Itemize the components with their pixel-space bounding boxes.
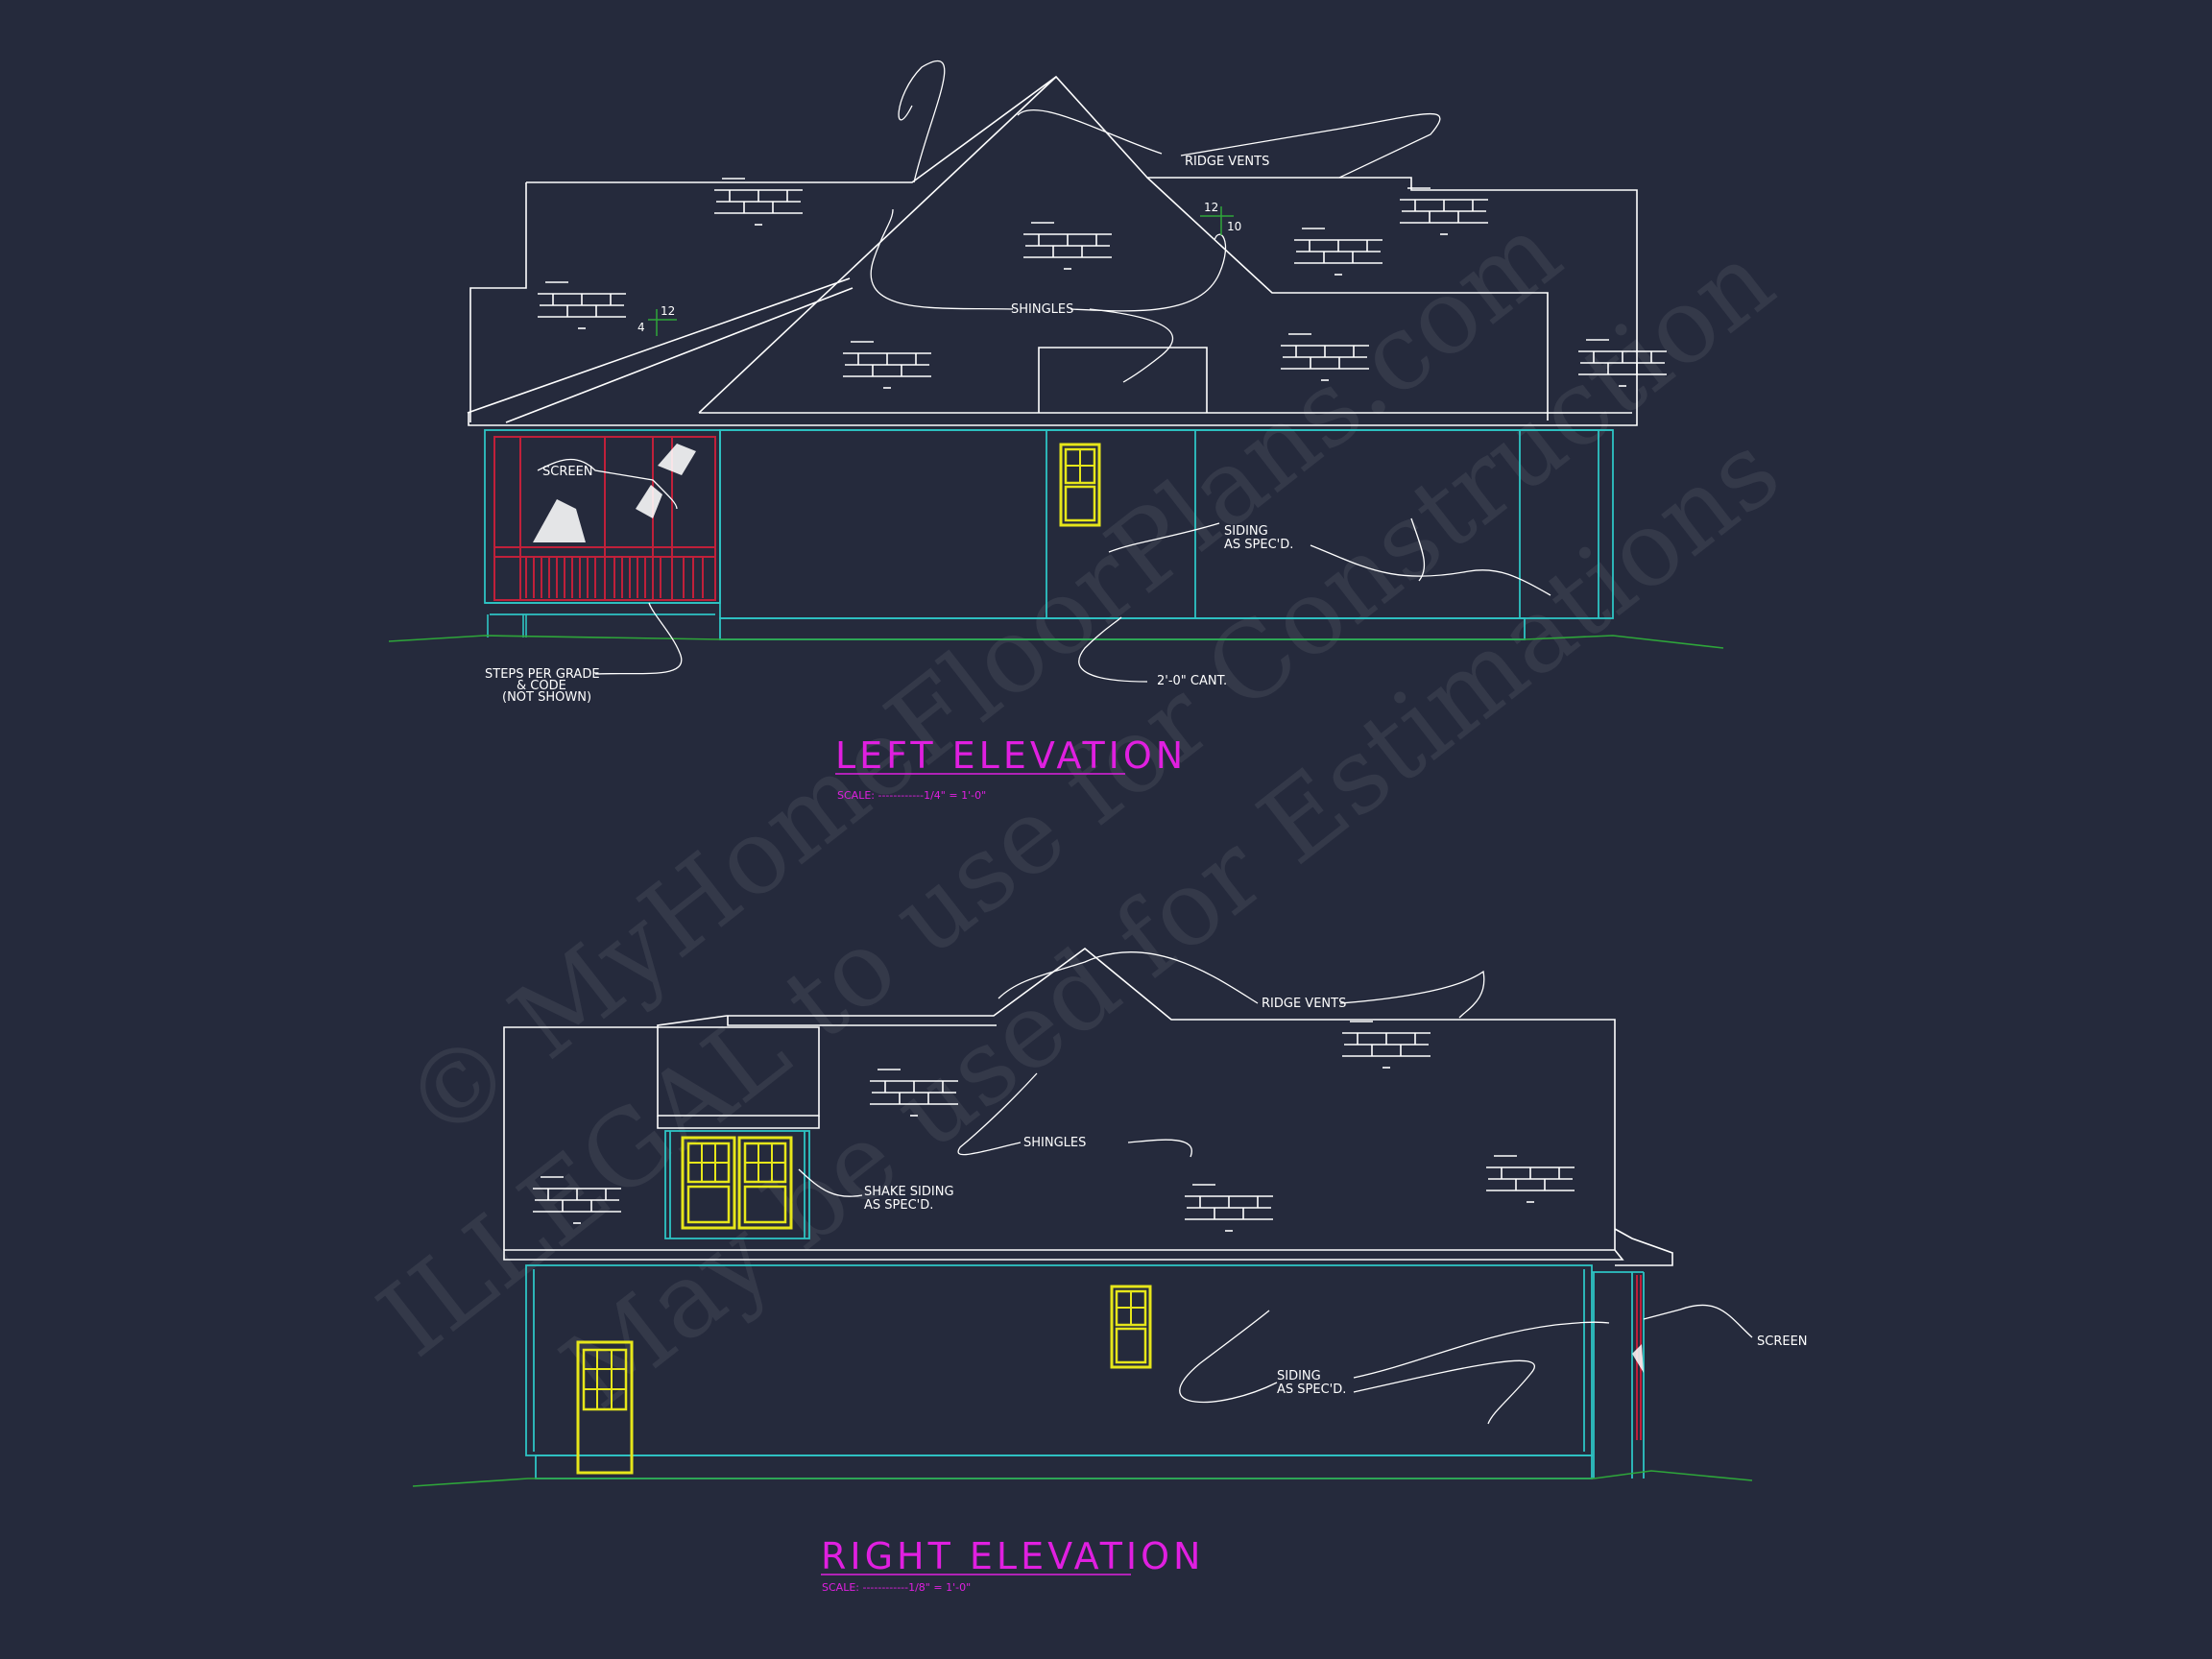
- right-window: [1110, 1285, 1152, 1369]
- left-note-steps-3: (NOT SHOWN): [502, 690, 591, 705]
- right-note-siding-1: SIDING: [1277, 1369, 1321, 1383]
- left-elevation: 12 4 12 10 RIDGE VENTS SHINGLES SCREEN S…: [388, 60, 1724, 802]
- right-note-siding-2: AS SPEC'D.: [1277, 1382, 1346, 1397]
- left-elevation-title: LEFT ELEVATION: [835, 734, 1187, 777]
- left-pitch-marks: [648, 206, 1234, 336]
- right-door: [576, 1340, 634, 1475]
- left-note-steps-2: & CODE: [517, 679, 566, 693]
- left-elevation-scale: SCALE: ------------1/4" = 1'-0": [837, 789, 986, 802]
- right-screen-glare: [1632, 1344, 1644, 1373]
- left-pitch-rise-1: 12: [661, 304, 675, 318]
- left-note-steps-1: STEPS PER GRADE: [485, 667, 600, 682]
- left-pitch-run-1: 4: [637, 321, 645, 334]
- left-roof: [467, 75, 1638, 426]
- right-grade-line: [412, 1470, 1753, 1487]
- watermark-line2: ILLEGAL to use for Construction: [358, 220, 1795, 1380]
- right-elevation-title: RIGHT ELEVATION: [821, 1535, 1204, 1577]
- right-note-shingles: SHINGLES: [1023, 1136, 1086, 1150]
- right-leaders: [798, 951, 1753, 1425]
- left-note-siding-1: SIDING: [1224, 524, 1268, 539]
- right-note-screen: SCREEN: [1757, 1334, 1808, 1349]
- left-window: [1059, 443, 1101, 527]
- right-note-ridge-vents: RIDGE VENTS: [1262, 997, 1346, 1011]
- left-note-siding-2: AS SPEC'D.: [1224, 538, 1293, 552]
- right-elevation: RIDGE VENTS SHINGLES SHAKE SIDING AS SPE…: [412, 947, 1808, 1594]
- left-note-cant: 2'-0" CANT.: [1157, 674, 1227, 688]
- right-roof: [503, 947, 1673, 1266]
- left-note-ridge-vents: RIDGE VENTS: [1185, 155, 1269, 169]
- right-dormer-window: [681, 1136, 793, 1230]
- left-leaders: [537, 60, 1551, 683]
- right-walls: [525, 1130, 1645, 1479]
- left-pitch-run-2: 10: [1227, 220, 1241, 233]
- right-elevation-scale: SCALE: ------------1/8" = 1'-0": [822, 1581, 971, 1594]
- left-note-screen: SCREEN: [542, 465, 593, 479]
- right-note-shake-2: AS SPEC'D.: [864, 1198, 933, 1213]
- left-screen-glare: [533, 444, 696, 542]
- left-grade-line: [388, 635, 1724, 649]
- right-note-shake-1: SHAKE SIDING: [864, 1185, 954, 1199]
- left-pitch-rise-2: 12: [1204, 201, 1218, 214]
- left-note-shingles: SHINGLES: [1011, 302, 1073, 317]
- left-porch-steps: [487, 614, 527, 637]
